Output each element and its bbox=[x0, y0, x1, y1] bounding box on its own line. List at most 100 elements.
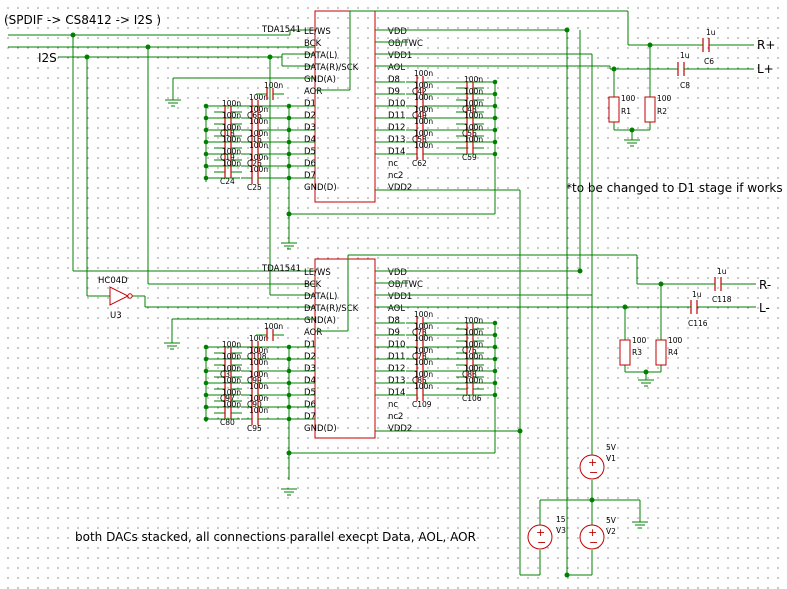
cap-value: 100n bbox=[414, 310, 433, 319]
resistor-value: 100 bbox=[657, 94, 672, 103]
cap-ref: C19 bbox=[220, 153, 235, 162]
pin-label: D10 bbox=[388, 340, 405, 350]
pin-label: LE/WS bbox=[304, 27, 331, 37]
pin-label: D14 bbox=[388, 147, 405, 157]
cap-value: 100n bbox=[464, 316, 483, 325]
bypass-capacitor: 100n bbox=[406, 129, 434, 148]
pin-label: nc bbox=[388, 400, 398, 410]
junction bbox=[622, 304, 628, 310]
cap-value: 100n bbox=[249, 141, 268, 150]
cap-value: 100n bbox=[414, 81, 433, 90]
cap-value: 100n bbox=[222, 364, 241, 373]
cap-value: 100n bbox=[464, 87, 483, 96]
cap-ref: C18 bbox=[220, 129, 235, 138]
pin-label: VDD bbox=[388, 268, 407, 278]
svg-text:−: − bbox=[589, 466, 598, 479]
pin-label: VDD bbox=[388, 27, 407, 37]
resistor-ref: R1 bbox=[621, 107, 631, 116]
header-note: (SPDIF -> CS8412 -> I2S ) bbox=[4, 13, 161, 27]
junction bbox=[203, 175, 209, 181]
cap-ref: C48 bbox=[462, 105, 477, 114]
pin-label: AOR bbox=[304, 87, 322, 97]
svg-text:−: − bbox=[589, 536, 598, 549]
resistor-value: 100 bbox=[621, 94, 636, 103]
output-label: R- bbox=[759, 278, 771, 292]
cap-value: 100n bbox=[464, 111, 483, 120]
pin-label: D2 bbox=[304, 111, 316, 121]
cap-value: 1u bbox=[706, 28, 716, 37]
pin-label: GND(D) bbox=[304, 183, 337, 193]
junction bbox=[267, 54, 273, 60]
cap-value: 100n bbox=[414, 69, 433, 78]
pin-label: BCK bbox=[304, 39, 322, 49]
bypass-capacitor: 100n bbox=[256, 81, 284, 100]
junction bbox=[589, 497, 595, 503]
cap-ref: C25 bbox=[247, 183, 262, 192]
bypass-capacitor: 100n bbox=[456, 364, 484, 383]
junction bbox=[203, 139, 209, 145]
side-note: *to be changed to D1 stage if works bbox=[566, 181, 783, 195]
junction bbox=[203, 344, 209, 350]
cap-value: 100n bbox=[264, 81, 283, 90]
output-cap-c116: 1u C116 bbox=[685, 290, 708, 328]
pin-label: D13 bbox=[388, 376, 405, 386]
junction bbox=[492, 103, 498, 109]
junction bbox=[492, 151, 498, 157]
output-cap-c8: 1u C8 bbox=[670, 51, 690, 90]
cap-value: 100n bbox=[249, 334, 268, 343]
junction bbox=[492, 127, 498, 133]
chip-body bbox=[314, 258, 376, 439]
bypass-capacitor: 100n bbox=[456, 123, 484, 142]
cap-value: 100n bbox=[464, 123, 483, 132]
junction bbox=[564, 572, 570, 578]
junction bbox=[203, 368, 209, 374]
ground-icon bbox=[638, 379, 654, 387]
cap-ref: C59 bbox=[462, 153, 477, 162]
pin-label: GND(A) bbox=[304, 75, 336, 85]
pin-label: D5 bbox=[304, 388, 316, 398]
bypass-capacitor: 100n bbox=[406, 346, 434, 365]
cap-ref: C118 bbox=[712, 295, 732, 304]
i2s-label: I2S bbox=[38, 51, 57, 65]
junction bbox=[70, 32, 76, 38]
resistor-value: 100 bbox=[632, 336, 647, 345]
resistor-ref: R4 bbox=[668, 348, 678, 357]
pin-label: D9 bbox=[388, 87, 400, 97]
junction bbox=[492, 79, 498, 85]
pin-label: VDD2 bbox=[388, 183, 412, 193]
cap-value: 100n bbox=[464, 135, 483, 144]
chip-part-label: TDA1541 bbox=[261, 264, 301, 274]
cap-value: 100n bbox=[249, 406, 268, 415]
svg-text:+: + bbox=[536, 526, 545, 539]
cap-ref: C58 bbox=[412, 135, 427, 144]
cap-value: 100n bbox=[249, 129, 268, 138]
cap-value: 100n bbox=[222, 135, 241, 144]
voltage-source-v1: + − 5V V1 bbox=[579, 443, 617, 480]
cap-ref: C88 bbox=[462, 370, 477, 379]
junction bbox=[492, 115, 498, 121]
cap-ref: C109 bbox=[412, 400, 432, 409]
ground-icon bbox=[165, 99, 181, 107]
cap-ref: C75 bbox=[462, 346, 477, 355]
pin-label: GND(A) bbox=[304, 316, 336, 326]
dac-chip-top: TDA1541 LE/WS BCK DATA(L) DATA(R)/SCK GN… bbox=[261, 10, 423, 203]
pin-label: D12 bbox=[388, 123, 405, 133]
bypass-capacitor: 100n bbox=[406, 370, 434, 389]
inverter-ref: U3 bbox=[110, 311, 122, 321]
pin-label: D13 bbox=[388, 135, 405, 145]
source-value: 15 bbox=[556, 515, 566, 524]
junction bbox=[492, 332, 498, 338]
cap-value: 100n bbox=[222, 147, 241, 156]
svg-text:+: + bbox=[588, 526, 597, 539]
cap-value: 100n bbox=[249, 93, 268, 102]
cap-ref: C49 bbox=[412, 111, 427, 120]
resistor-r4: 100 R4 bbox=[655, 336, 683, 366]
source-value: 5V bbox=[606, 516, 617, 525]
